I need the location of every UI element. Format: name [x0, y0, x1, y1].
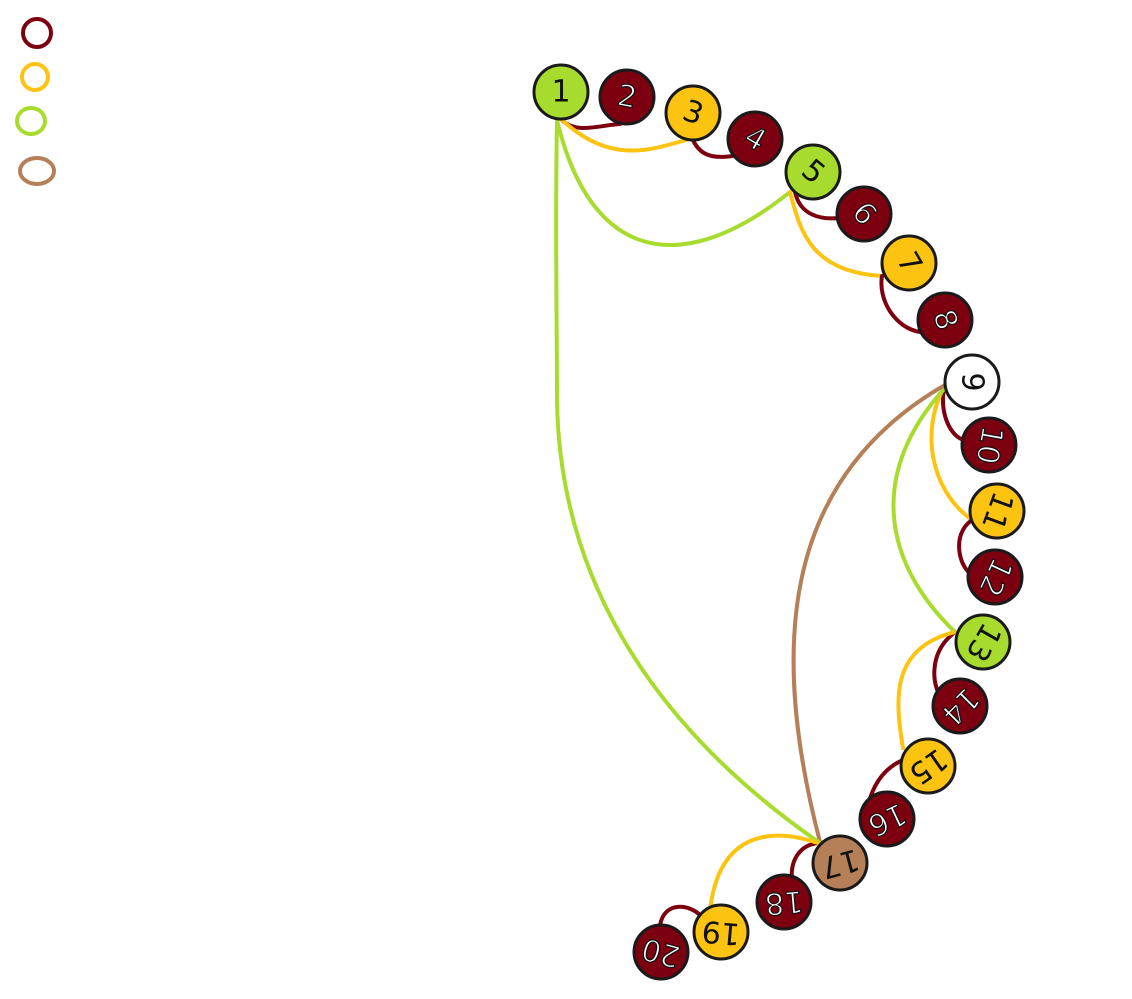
node-label: 18: [763, 883, 804, 921]
color-legend: [15, 17, 56, 186]
node-label: 19: [700, 913, 741, 951]
node-circle: [916, 291, 974, 349]
node-circle: [632, 923, 690, 981]
edge-1-3: [559, 117, 688, 153]
node-label: 10: [968, 423, 1009, 467]
node-circle: [858, 790, 916, 848]
node-circle: [755, 873, 813, 931]
node-20: 20: [632, 923, 690, 981]
legend-swatch-gold: [20, 62, 50, 92]
edge-9-11: [929, 383, 974, 522]
node-12: 12: [966, 548, 1024, 606]
edge-9-17: [791, 383, 947, 844]
node-label: 1: [551, 75, 570, 110]
legend-swatch-lime: [15, 106, 47, 136]
node-circle: [943, 353, 1001, 411]
edge-17-19: [708, 833, 820, 912]
node-16: 16: [858, 790, 916, 848]
node-3: 3: [664, 84, 722, 142]
node-circle: [811, 834, 869, 892]
node-13: 13: [954, 613, 1012, 671]
edge-1-17: [554, 118, 822, 845]
node-circle: [726, 110, 784, 168]
node-circle: [532, 63, 590, 121]
node-circle: [899, 737, 957, 795]
node-7: 7: [880, 234, 938, 292]
node-8: 8: [916, 291, 974, 349]
node-4: 4: [726, 110, 784, 168]
node-19: 19: [692, 903, 750, 961]
node-9: 9: [943, 353, 1001, 411]
node-circle: [598, 68, 656, 126]
node-circle: [880, 234, 938, 292]
edge-7-8: [879, 274, 922, 334]
legend-swatch-tan: [18, 156, 56, 186]
node-circle: [835, 185, 893, 243]
node-15: 15: [899, 737, 957, 795]
edge-5-7: [788, 190, 884, 278]
node-10: 10: [960, 416, 1018, 474]
edge-1-5: [555, 118, 792, 247]
node-circle: [692, 903, 750, 961]
node-circle: [784, 143, 842, 201]
node-11: 11: [968, 482, 1026, 540]
node-6: 6: [835, 185, 893, 243]
node-14: 14: [931, 677, 989, 735]
node-circle: [966, 548, 1024, 606]
node-circle: [931, 677, 989, 735]
node-1: 1: [532, 63, 590, 121]
node-circle: [954, 613, 1012, 671]
node-5: 5: [784, 143, 842, 201]
edge-9-13: [891, 386, 957, 634]
node-label: 9: [955, 372, 990, 391]
node-circle: [968, 482, 1026, 540]
node-2: 2: [598, 68, 656, 126]
legend-swatch-maroon: [21, 17, 53, 49]
edge-19-20: [658, 904, 702, 927]
node-circle: [960, 416, 1018, 474]
node-18: 18: [755, 873, 813, 931]
edge-5-6: [793, 190, 842, 221]
node-circle: [664, 84, 722, 142]
node-17: 17: [811, 834, 869, 892]
edge-13-15: [896, 630, 957, 750]
